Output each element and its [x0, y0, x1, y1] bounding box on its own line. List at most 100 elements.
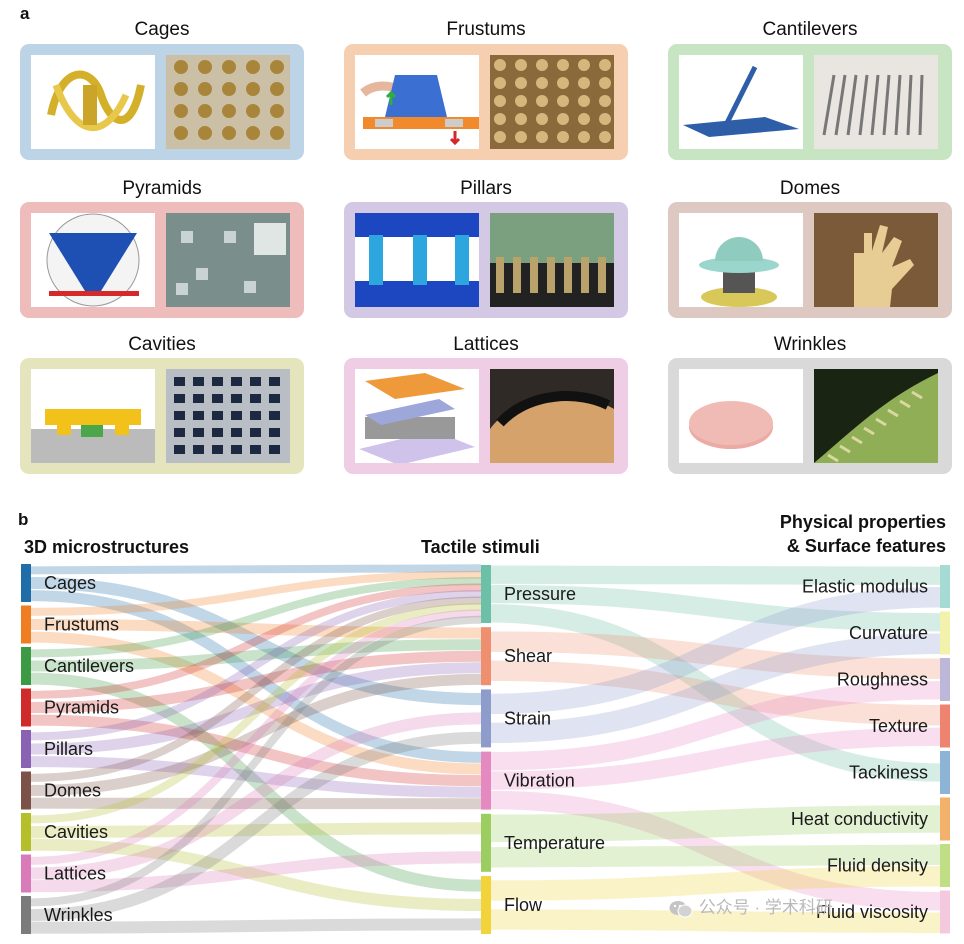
structures-header: 3D microstructures	[24, 537, 190, 557]
sankey-link	[30, 662, 482, 755]
card-wrinkles	[668, 358, 952, 474]
card-frustums	[344, 44, 628, 160]
node-label-pyramids: Pyramids	[44, 698, 119, 718]
sankey-link	[490, 584, 941, 632]
sankey-link	[490, 681, 941, 771]
node-label-fluid-viscosity: Fluid viscosity	[816, 902, 928, 922]
panel-b-label: b	[18, 510, 29, 529]
sankey-link	[30, 714, 482, 787]
sankey-link	[30, 615, 482, 907]
sankey-link	[30, 577, 482, 658]
card-title-cantilevers: Cantilevers	[762, 19, 858, 40]
node-label-frustums: Frustums	[44, 615, 119, 635]
card-lattices	[344, 358, 628, 474]
sankey-link	[30, 596, 482, 782]
cavity-array-photo-icon	[166, 369, 290, 463]
node-label-curvature: Curvature	[849, 623, 928, 643]
sankey-link	[490, 727, 941, 790]
sankey-link	[30, 631, 482, 775]
node-label-elastic-modulus: Elastic modulus	[802, 577, 928, 597]
glove-hand-photo-icon	[814, 213, 938, 307]
dome-sensor-illustration-icon	[679, 213, 803, 307]
sankey-link	[30, 650, 482, 714]
node-bar-wrinkles	[21, 896, 31, 934]
sankey-link	[30, 851, 482, 893]
sankey-link	[490, 631, 941, 679]
node-label-domes: Domes	[44, 781, 101, 801]
sankey-link	[30, 602, 482, 824]
sankey-link	[490, 805, 941, 843]
node-label-vibration: Vibration	[504, 771, 575, 791]
sankey-link	[490, 633, 941, 744]
properties-header: Physical properties & Surface features	[700, 510, 946, 558]
card-title-pillars: Pillars	[460, 178, 512, 199]
node-label-wrinkles: Wrinkles	[44, 905, 113, 925]
card-pyramids	[20, 202, 304, 318]
node-label-temperature: Temperature	[504, 833, 605, 853]
wrinkled-disc-illustration-icon	[679, 369, 803, 463]
sankey-link	[490, 909, 941, 933]
node-bar-temperature	[481, 813, 491, 872]
card-domes	[668, 202, 952, 318]
sankey-link	[490, 866, 941, 901]
card-title-domes: Domes	[779, 178, 841, 199]
sankey-link	[490, 844, 941, 868]
lattice-layer-illustration-icon	[355, 369, 479, 463]
node-label-tackiness: Tackiness	[849, 763, 928, 783]
node-label-cages: Cages	[44, 573, 96, 593]
lattice-arch-photo-icon	[490, 369, 614, 463]
pyramid-cross-section-illustration-icon	[31, 213, 155, 307]
node-bar-pressure	[481, 565, 491, 623]
stimulus-to-property-links	[490, 565, 941, 933]
sankey-link	[30, 570, 482, 616]
node-label-roughness: Roughness	[837, 670, 928, 690]
pillar-cross-section-illustration-icon	[355, 213, 479, 307]
node-label-cantilevers: Cantilevers	[44, 656, 134, 676]
node-bar-heat-conductivity	[940, 797, 950, 841]
sankey-link	[30, 564, 482, 575]
node-label-fluid-density: Fluid density	[827, 856, 928, 876]
node-bar-cages	[21, 564, 31, 602]
node-bar-lattices	[21, 854, 31, 893]
node-label-heat-conductivity: Heat conductivity	[791, 809, 928, 829]
card-title-wrinkles: Wrinkles	[773, 334, 847, 355]
sankey-link	[30, 797, 482, 810]
sankey-link	[30, 609, 482, 865]
node-label-pillars: Pillars	[44, 739, 93, 759]
sankey-link	[490, 604, 941, 782]
panel-a-label: a	[20, 4, 30, 23]
node-bar-roughness	[940, 658, 950, 701]
node-bar-fluid-viscosity	[940, 890, 950, 934]
sankey-link	[490, 565, 941, 585]
sankey-link	[30, 590, 482, 741]
node-bar-elastic-modulus	[940, 565, 950, 608]
watermark-text: 公众号 · 学术科研	[698, 898, 833, 917]
node-label-texture: Texture	[869, 716, 928, 736]
card-cantilevers	[668, 44, 952, 160]
node-label-shear: Shear	[504, 646, 552, 666]
node-bar-domes	[21, 771, 31, 810]
node-label-pressure: Pressure	[504, 584, 576, 604]
properties-header-line2: & Surface features	[786, 536, 946, 556]
stimuli-header: Tactile stimuli	[421, 537, 540, 557]
sankey-link	[490, 790, 941, 911]
yellow-cavity-illustration-icon	[31, 369, 155, 463]
sankey-link	[30, 583, 482, 699]
node-bar-shear	[481, 627, 491, 686]
gold-cage-illustration-icon	[31, 55, 155, 149]
sankey-link	[30, 756, 482, 798]
sankey-link	[30, 590, 482, 763]
node-label-lattices: Lattices	[44, 864, 106, 884]
sankey-link	[30, 838, 482, 912]
pyramid-sem-photo-icon	[166, 213, 290, 307]
blue-cantilever-illustration-icon	[679, 55, 803, 149]
card-title-cavities: Cavities	[128, 334, 196, 355]
node-bar-cantilevers	[21, 647, 31, 685]
node-bar-pillars	[21, 730, 31, 768]
card-cavities	[20, 358, 304, 474]
node-bar-tackiness	[940, 751, 950, 794]
node-bar-flow	[481, 876, 491, 934]
sankey-link	[30, 673, 482, 797]
node-label-cavities: Cavities	[44, 822, 108, 842]
